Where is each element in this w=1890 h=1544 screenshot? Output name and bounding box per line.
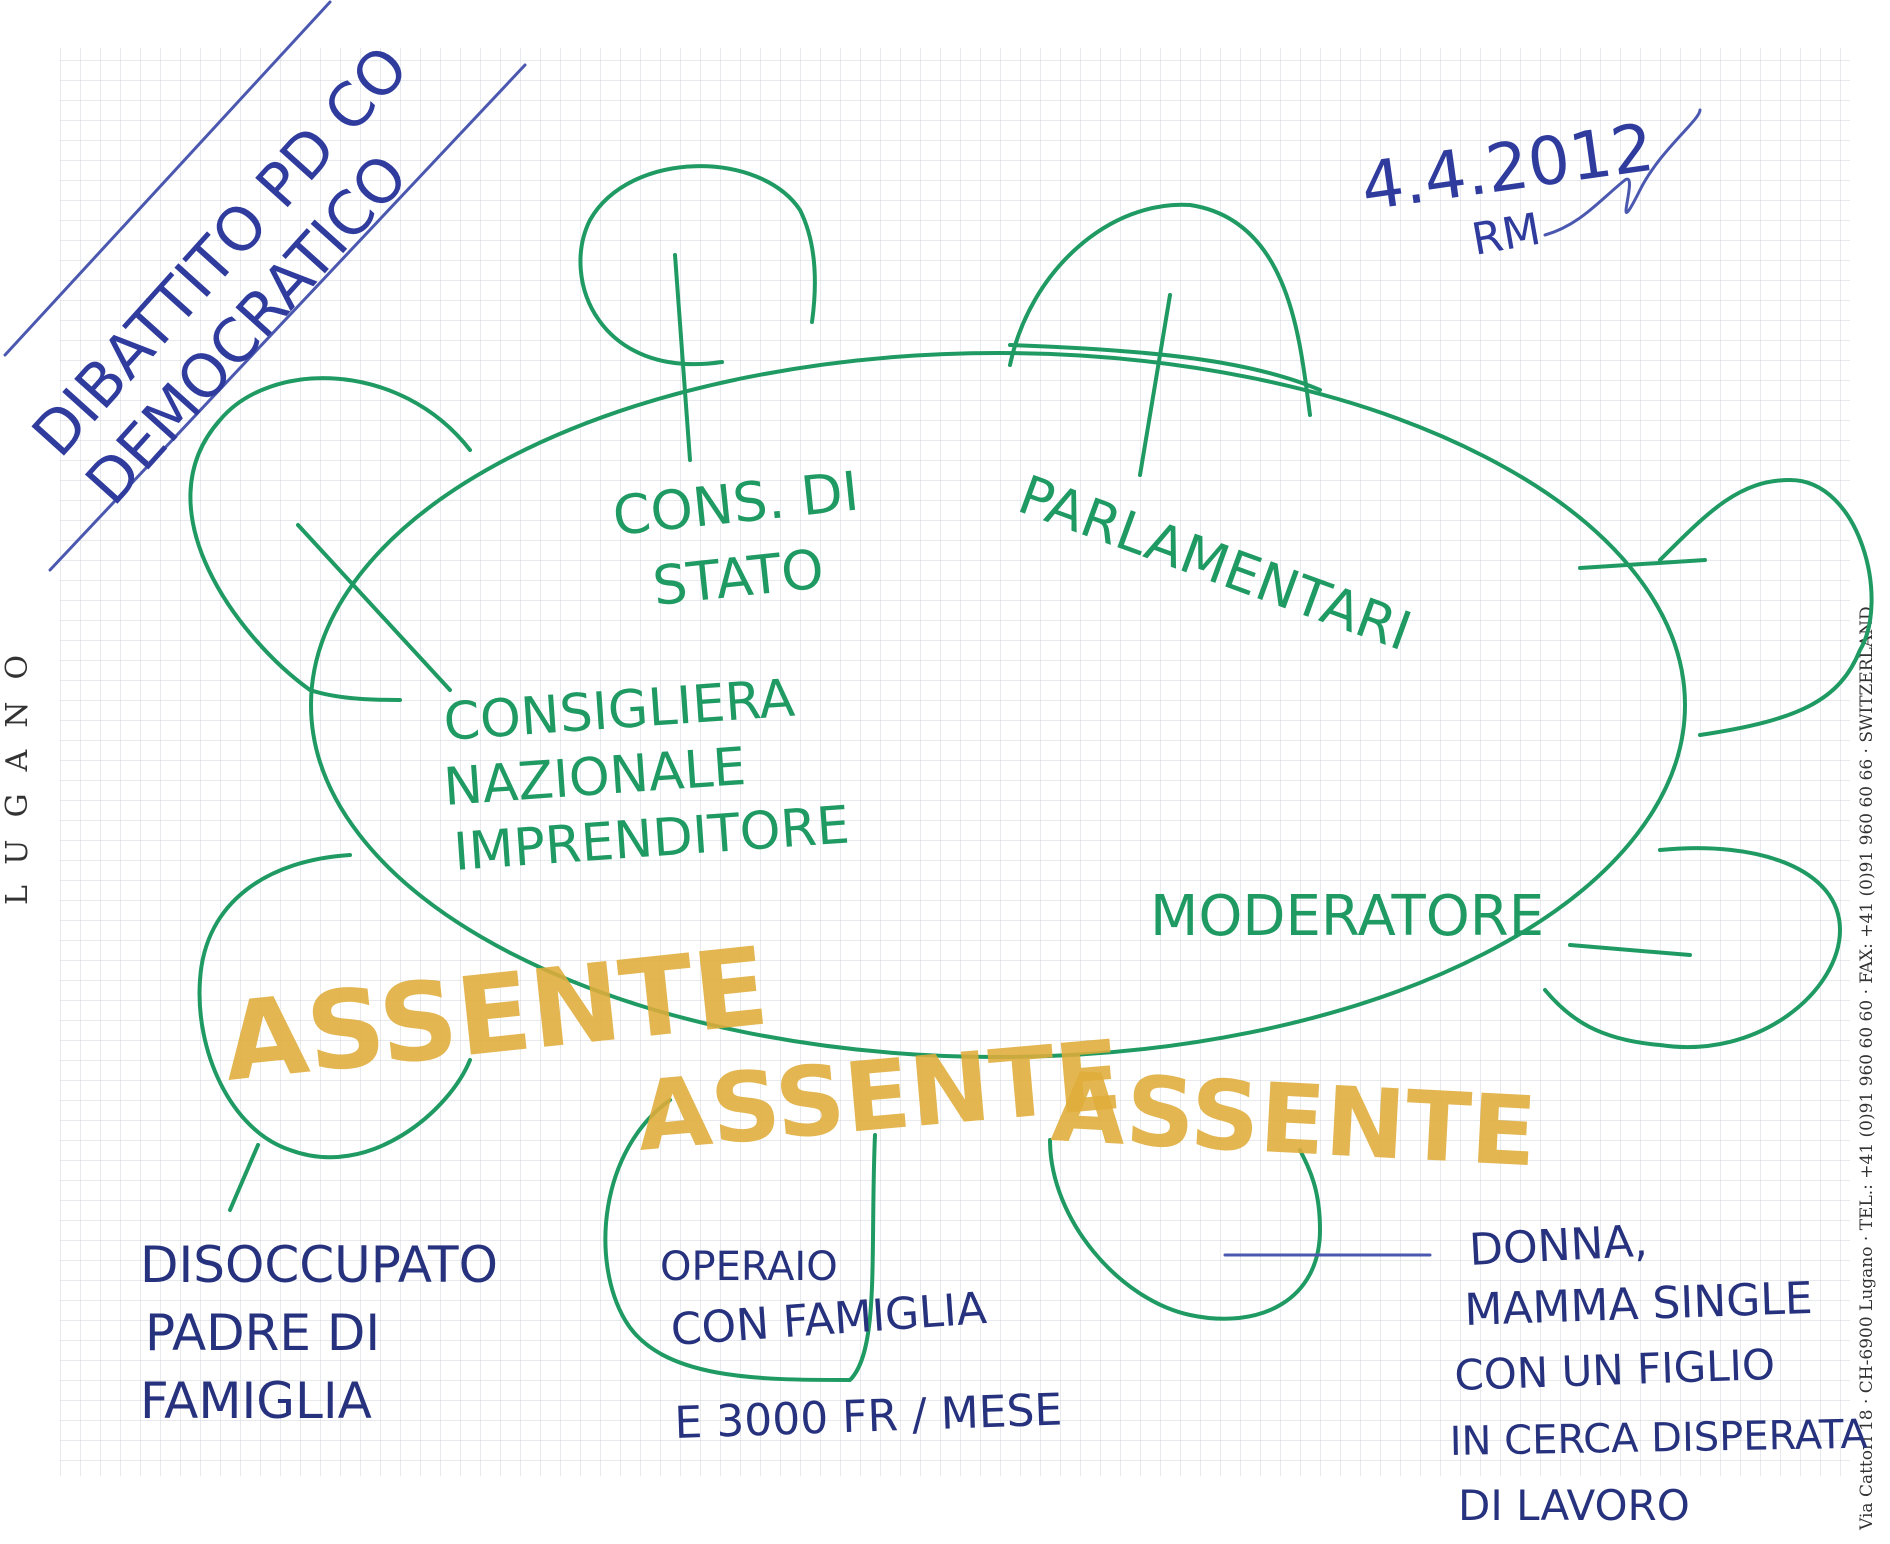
operaio-line-1: OPERAIO [660, 1244, 838, 1290]
chair-top-1 [578, 164, 817, 366]
moderatore-label: MODERATORE [1150, 884, 1544, 949]
disoccupato-line-1: DISOCCUPATO [140, 1236, 498, 1294]
disoccupato-line-2: PADRE DI [145, 1304, 380, 1362]
donna-line-4: IN CERCA DISPERATA [1449, 1412, 1868, 1465]
donna-line-1: DONNA, [1468, 1216, 1649, 1276]
chair-left [188, 376, 472, 702]
chairs [188, 164, 1874, 1382]
disoccupato-line-3: FAMIGLIA [140, 1372, 372, 1430]
chair-bottom-left [197, 853, 472, 1160]
note-disoccupato: DISOCCUPATO PADRE DI FAMIGLIA [140, 1236, 498, 1430]
sidebar-lugano: LUGANO [0, 633, 35, 905]
signature-initials: RM [1468, 204, 1544, 266]
assente-label-3: ASSENTE [1049, 1051, 1539, 1188]
donna-line-5: DI LAVORO [1458, 1481, 1690, 1530]
chair-top-2 [1008, 202, 1312, 417]
note-donna: DONNA, MAMMA SINGLE CON UN FIGLIO IN CER… [1223, 1216, 1869, 1530]
chair-right-2 [1543, 846, 1842, 1049]
chair-bottom-1 [603, 1098, 877, 1382]
graph-paper-grid [60, 48, 1850, 1476]
sidebar-address: Via Cattori 18 · CH-6900 Lugano · TEL.: … [1857, 606, 1877, 1531]
donna-line-2: MAMMA SINGLE [1464, 1273, 1814, 1336]
seat-moderatore: MODERATORE [1150, 884, 1544, 949]
signature: RM [1468, 108, 1702, 266]
table-outline [309, 351, 1687, 1059]
chair-right-1 [1658, 478, 1874, 737]
donna-line-3: CON UN FIGLIO [1454, 1340, 1776, 1400]
chair-bottom-2 [1048, 1138, 1322, 1321]
